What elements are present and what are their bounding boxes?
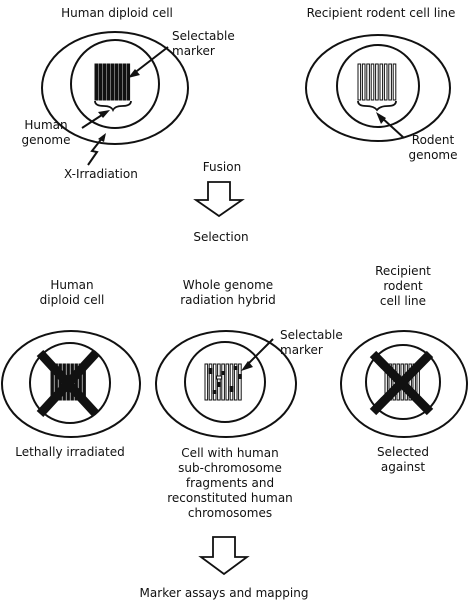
chromosome bbox=[238, 363, 242, 401]
hybrid-chromosome-fragments bbox=[204, 363, 242, 401]
hybrid-cell-outer bbox=[155, 330, 297, 438]
chromosome bbox=[122, 63, 127, 101]
hybrid-cell-nucleus bbox=[184, 341, 266, 423]
chromosome bbox=[392, 63, 397, 101]
selectable-marker-label-bottom: Selectable marker bbox=[280, 328, 343, 357]
chromosome bbox=[212, 363, 217, 401]
rodent-genome-arrow bbox=[376, 112, 405, 139]
chromosome bbox=[383, 63, 388, 101]
rodent-cell-outer bbox=[305, 34, 451, 142]
hybrid-caption: Cell with human sub-chromosome fragments… bbox=[167, 446, 293, 520]
chromosome bbox=[102, 63, 107, 101]
chromosome bbox=[229, 363, 234, 401]
human-genome-arrow bbox=[81, 110, 110, 129]
chromosome bbox=[366, 63, 370, 101]
selected-against-cell-outer bbox=[340, 330, 468, 438]
rodent-genome-chromosomes bbox=[357, 63, 397, 101]
chromosome bbox=[408, 363, 412, 401]
x-irradiation-bolt-icon bbox=[87, 133, 106, 166]
irradiated-cell-title: Human diploid cell bbox=[39, 278, 105, 307]
human-fragment bbox=[217, 382, 221, 387]
irradiated-caption: Lethally irradiated bbox=[15, 445, 125, 459]
mapping-label: Marker assays and mapping bbox=[139, 586, 309, 600]
selected-against-cell-nucleus bbox=[365, 344, 441, 420]
chromosome bbox=[357, 63, 362, 101]
chromosome bbox=[375, 63, 379, 101]
human-cell-outer bbox=[41, 31, 189, 145]
human-fragment bbox=[208, 368, 213, 374]
human-fragment bbox=[229, 386, 234, 392]
selected-against-cell-title: Recipient rodent cell line bbox=[375, 264, 431, 308]
chromosome bbox=[233, 363, 238, 401]
irradiated-cell-nucleus bbox=[29, 342, 111, 424]
chromosome bbox=[208, 363, 213, 401]
human-genome-label: Human genome bbox=[21, 118, 71, 147]
selection-label: Selection bbox=[193, 230, 249, 244]
chromosome bbox=[126, 63, 131, 101]
chromosome bbox=[94, 63, 99, 101]
mapping-arrow-icon bbox=[198, 536, 250, 576]
fusion-label: Fusion bbox=[202, 160, 242, 174]
selectable-marker-arrow-top bbox=[128, 46, 169, 78]
human-fragment bbox=[238, 374, 242, 379]
chromosome bbox=[114, 63, 119, 101]
hybrid-cell-title: Whole genome radiation hybrid bbox=[180, 278, 276, 307]
x-irradiation-label: X-Irradiation bbox=[64, 167, 138, 181]
chromosome bbox=[106, 63, 111, 101]
chromosome bbox=[361, 63, 366, 101]
human-fragment bbox=[233, 366, 238, 370]
selectable-marker-arrow-bottom bbox=[241, 338, 274, 371]
chromosome bbox=[370, 63, 375, 101]
selected-against-caption: Selected against bbox=[376, 445, 430, 474]
chromosome bbox=[118, 63, 123, 101]
chromosome bbox=[110, 63, 115, 101]
selectable-marker-label-top: Selectable marker bbox=[172, 29, 235, 58]
rodent-genome-label: Rodent genome bbox=[408, 133, 458, 162]
selectable-marker-band bbox=[216, 375, 223, 380]
chromosome bbox=[221, 363, 225, 401]
rodent-cell-nucleus bbox=[336, 44, 420, 128]
human-fragment bbox=[221, 371, 225, 375]
chromosome bbox=[379, 63, 384, 101]
cross-mark-icon bbox=[36, 349, 100, 418]
human-cell-nucleus bbox=[70, 39, 160, 129]
human-genome-chromosomes bbox=[94, 63, 131, 101]
cross-mark-icon bbox=[369, 350, 434, 416]
chromosome bbox=[204, 363, 209, 401]
chromosome bbox=[225, 363, 230, 401]
fusion-arrow-icon bbox=[193, 181, 245, 218]
human-fragment bbox=[212, 390, 217, 394]
human-genome-brace bbox=[94, 100, 132, 113]
rodent-cell-title: Recipient rodent cell line bbox=[306, 6, 456, 20]
human-cell-title: Human diploid cell bbox=[61, 6, 173, 20]
irradiated-cell-outer bbox=[1, 330, 141, 438]
chromosome bbox=[98, 63, 103, 101]
chromosome bbox=[388, 63, 392, 101]
rodent-genome-brace bbox=[357, 100, 397, 112]
